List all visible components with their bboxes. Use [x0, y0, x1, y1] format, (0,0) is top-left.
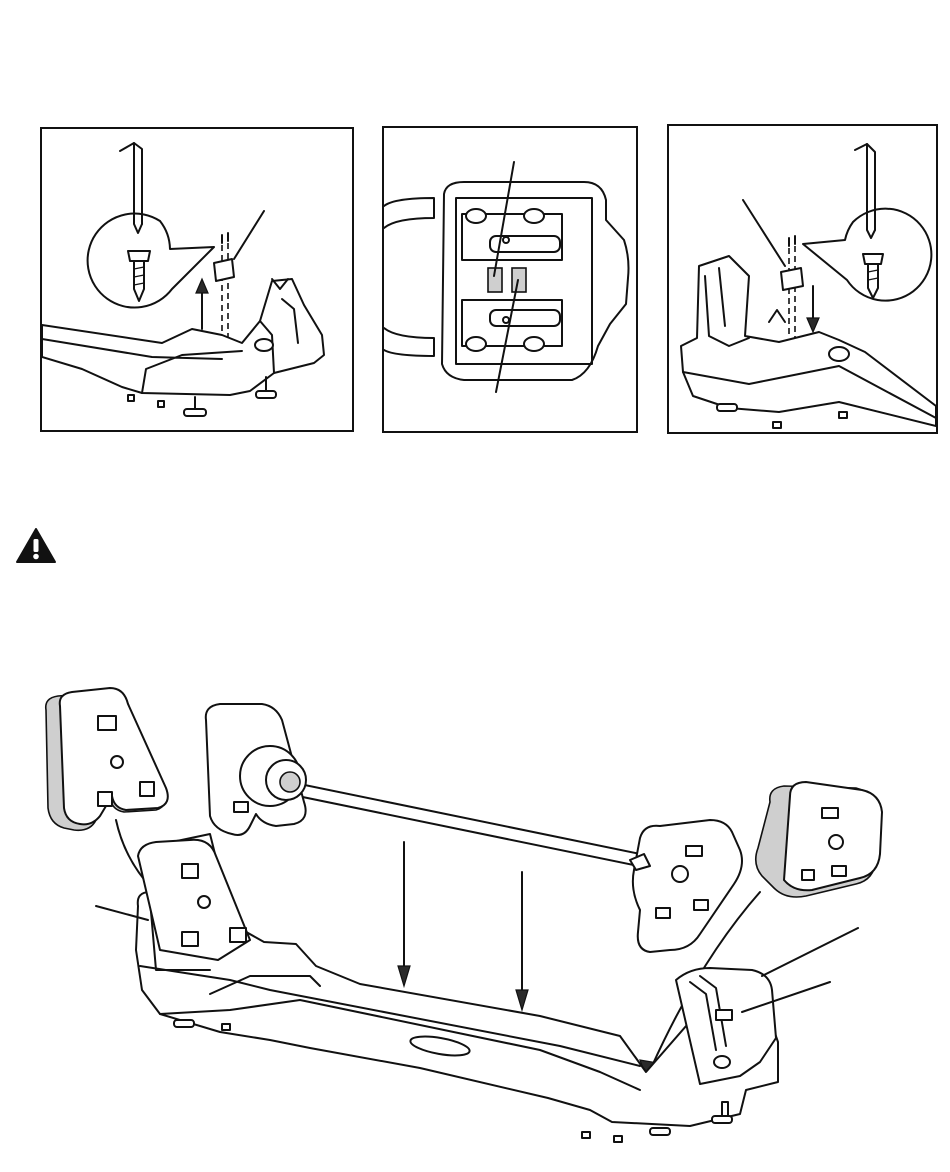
weight-plate-stack-left: [46, 688, 168, 830]
main-assembly-figure: [0, 670, 950, 1170]
step-panel-install-bracket: [667, 124, 938, 434]
step-panel-top-view: [382, 126, 638, 433]
screw-icon: [863, 254, 883, 298]
weight-plate-stack-right: [756, 782, 882, 897]
small-screws-icon: [222, 233, 228, 243]
bracket-icon: [781, 268, 803, 290]
pointer-line: [234, 211, 264, 259]
pointer-line-right-upper: [762, 928, 858, 976]
screw-callout-bubble: [88, 214, 214, 308]
base-frame-end: [681, 256, 936, 428]
down-arrow-icon-2: [516, 872, 528, 1010]
down-arrow-icon-1: [398, 842, 410, 986]
screw-icon: [128, 251, 150, 301]
warning-triangle-icon: [15, 527, 57, 565]
up-arrow-icon: [196, 279, 208, 329]
small-screws-icon: [789, 236, 795, 246]
bracket-icon: [214, 259, 234, 281]
down-arrow-icon: [807, 286, 819, 332]
weight-plate-right-mounted: [630, 820, 742, 952]
bar-axle: [206, 704, 742, 952]
pointer-line: [743, 200, 785, 266]
allen-wrench-icon: [120, 143, 142, 233]
allen-wrench-icon: [855, 144, 875, 238]
base-frame-end: [42, 279, 324, 416]
step-panel-remove-bracket: [40, 127, 354, 432]
